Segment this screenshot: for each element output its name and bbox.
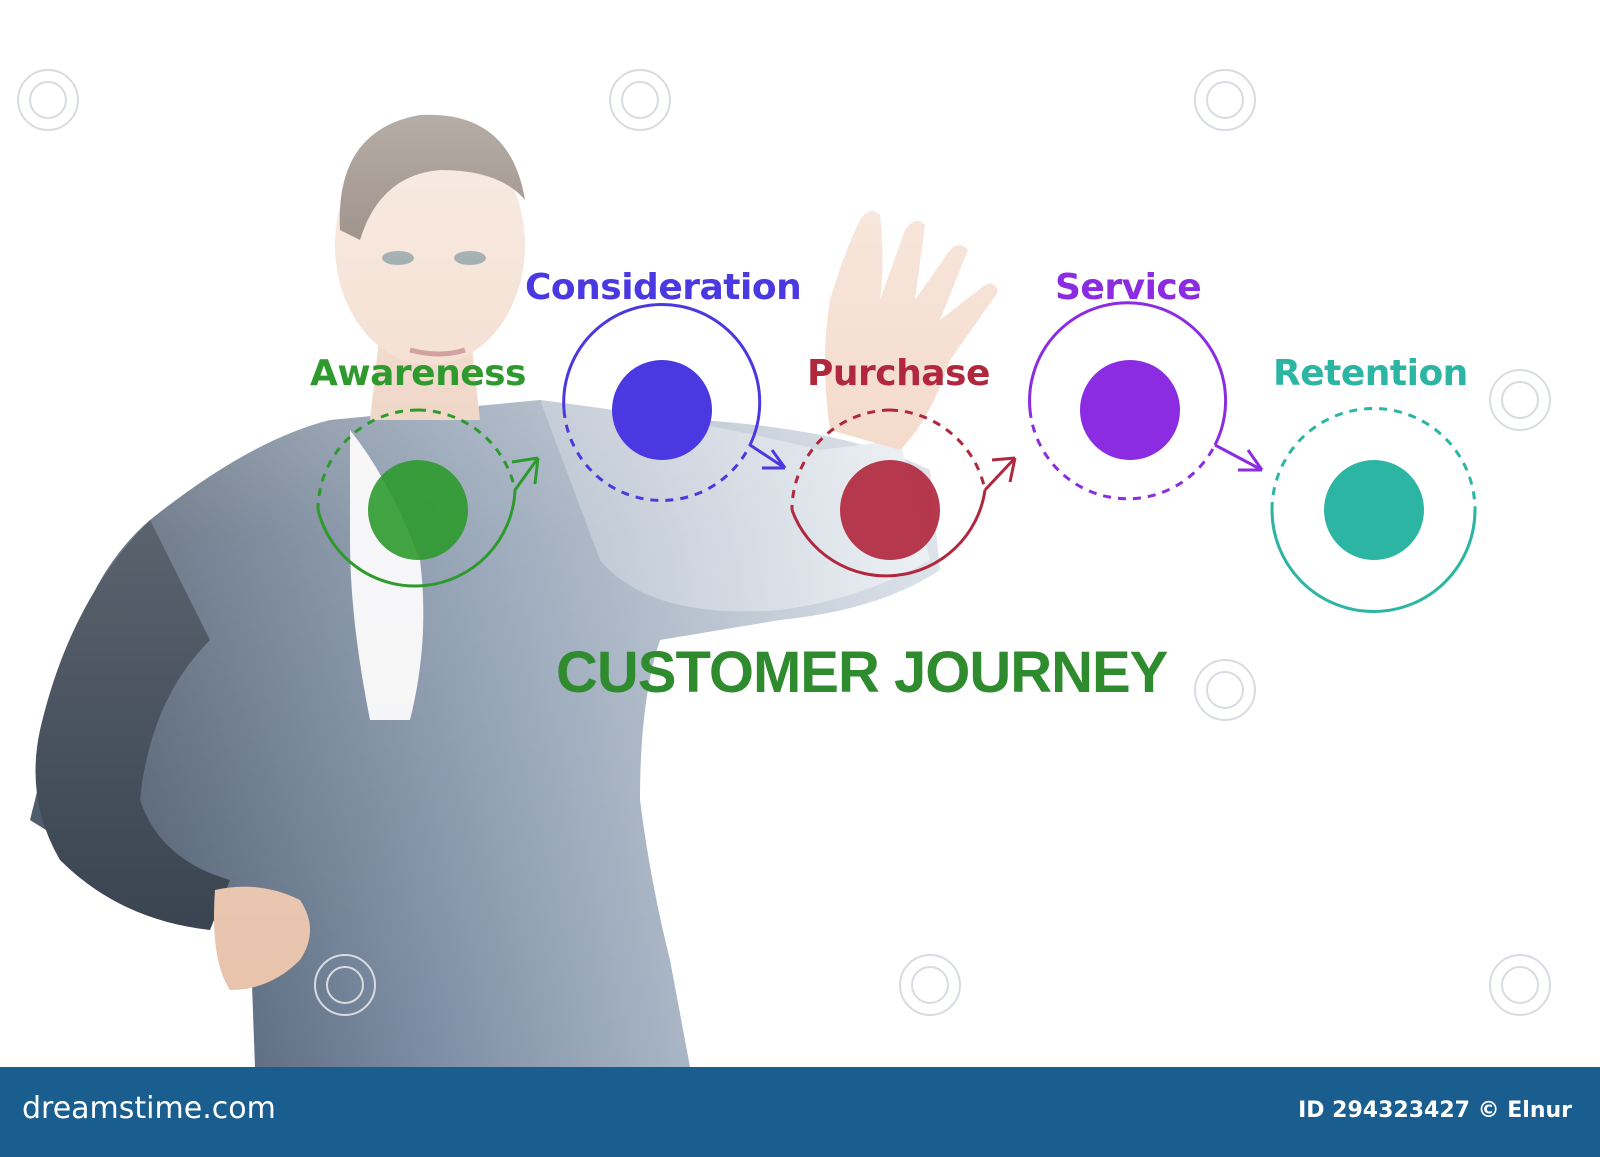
footer-credit: ID 294323427 © Elnur <box>1298 1098 1572 1123</box>
woman-illustration <box>0 0 1600 1067</box>
purchase-node <box>790 408 1017 578</box>
stage-label-purchase: Purchase <box>807 353 990 394</box>
stage-label-awareness: Awareness <box>310 353 526 394</box>
photo-scene: Awareness Consideration Purchase Service… <box>0 0 1600 1067</box>
awareness-node <box>316 408 540 588</box>
retention-node <box>1270 407 1477 613</box>
stage-label-service: Service <box>1055 267 1202 308</box>
diagram-title: CUSTOMER JOURNEY <box>556 640 1168 705</box>
footer-logo[interactable]: dreamstime.com <box>22 1091 276 1126</box>
consideration-node <box>562 302 787 502</box>
footer-bar: dreamstime.com ID 294323427 © Elnur <box>0 1067 1600 1157</box>
stage-label-consideration: Consideration <box>525 267 802 308</box>
stage-label-retention: Retention <box>1273 353 1468 394</box>
watermark-pattern <box>17 69 1551 1016</box>
service-node <box>1028 301 1264 501</box>
